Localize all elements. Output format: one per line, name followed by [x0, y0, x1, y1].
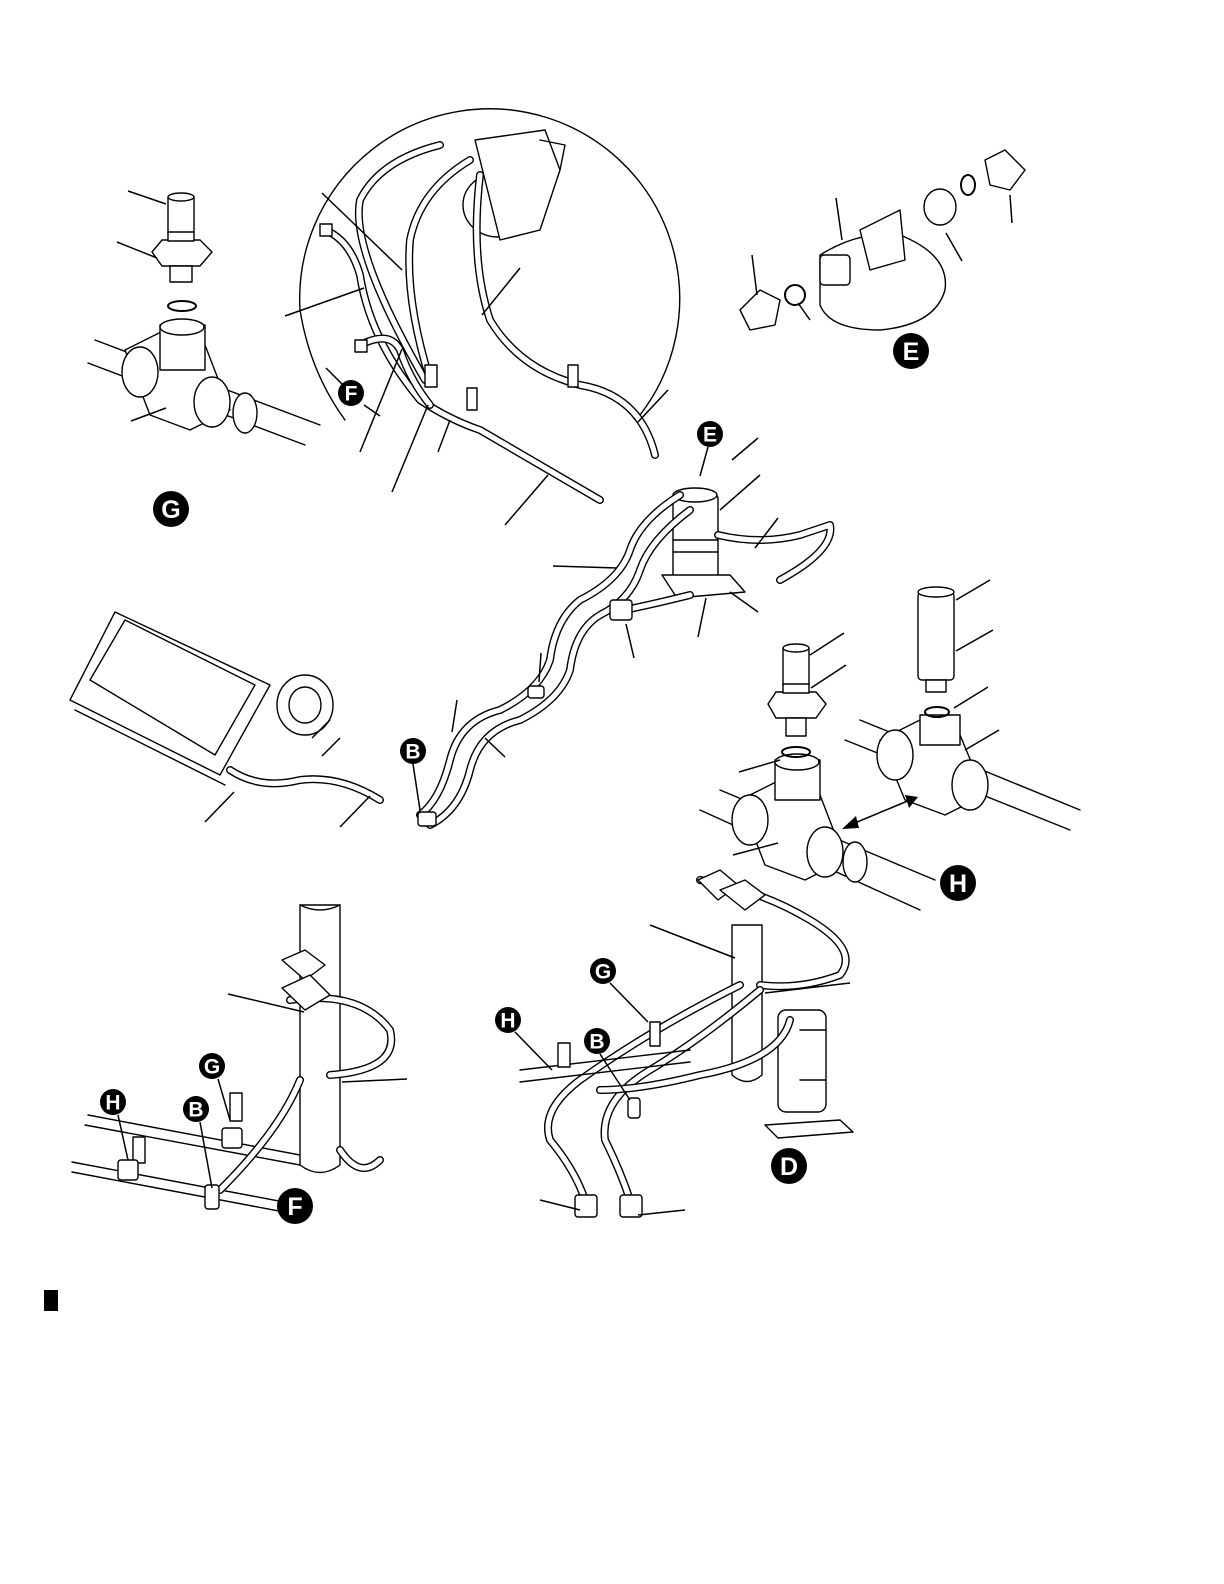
view-g-label: G — [161, 496, 180, 524]
view-e-label: E — [903, 338, 920, 366]
detail-f-callout-b-label: B — [188, 1099, 203, 1122]
detail-g-assembly: G — [88, 191, 320, 527]
detail-d-assembly: G H B D — [495, 870, 853, 1217]
evaporator-unit — [70, 612, 380, 827]
main-detail-circle: F — [285, 109, 680, 525]
view-f-label: F — [287, 1193, 302, 1221]
callout-b-label: B — [405, 741, 420, 764]
view-d-label: D — [780, 1153, 798, 1181]
detail-f-assembly: G H B F — [72, 905, 407, 1224]
callout-e-label: E — [703, 424, 717, 447]
page-marker-block — [44, 1290, 58, 1311]
detail-d-callout-b-label: B — [589, 1031, 604, 1054]
detail-f-callout-g-label: G — [204, 1056, 220, 1079]
view-h-label: H — [949, 870, 967, 898]
detail-d-callout-g-label: G — [595, 961, 611, 984]
detail-e-assembly: E — [740, 150, 1025, 369]
refrigerant-lines: B — [400, 495, 690, 826]
detail-d-callout-h-label: H — [500, 1010, 515, 1033]
detail-f-callout-h-label: H — [105, 1092, 120, 1115]
receiver-drier-assembly: E — [662, 421, 830, 637]
callout-f-label: F — [345, 383, 358, 406]
detail-h-assembly: H — [700, 580, 1080, 910]
